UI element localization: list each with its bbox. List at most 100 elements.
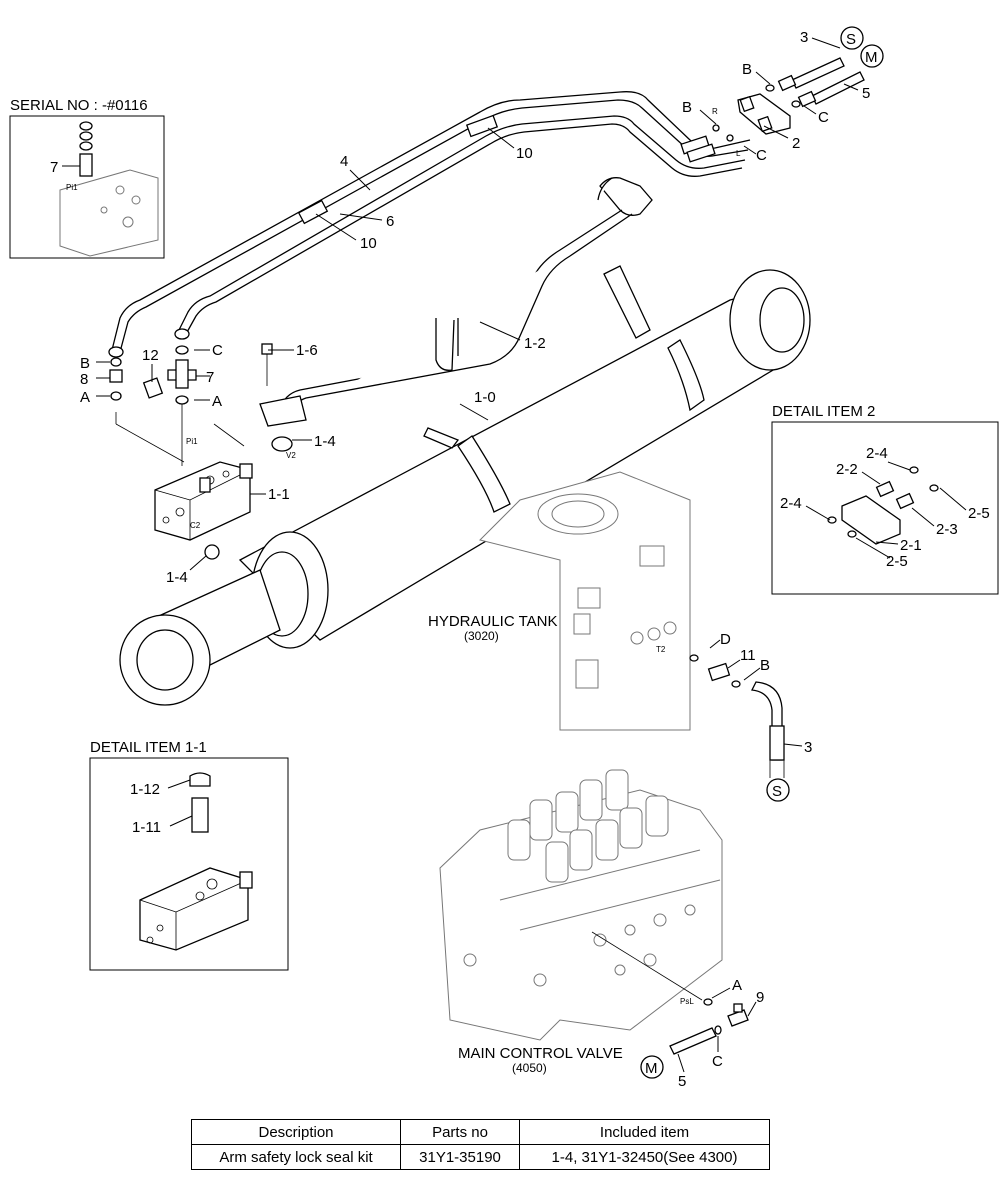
header-description: Description	[190, 1119, 402, 1145]
callout-3-top: 3	[800, 29, 808, 46]
tank-caption: HYDRAULIC TANK	[428, 613, 557, 630]
port-t2-label: T2	[656, 645, 666, 654]
callout-11: 11	[740, 647, 756, 664]
port-psl-label: PsL	[680, 997, 694, 1006]
callout-7: 7	[206, 369, 214, 386]
callout-2-4-top: 2-4	[866, 445, 888, 462]
connector-s-bottom	[766, 778, 790, 802]
callout-2-5-bottom: 2-5	[886, 553, 908, 570]
callout-leaders	[96, 37, 967, 1073]
callout-6: 6	[386, 213, 394, 230]
callout-4: 4	[340, 153, 348, 170]
tube-1-2-block	[259, 395, 307, 427]
header-included-item: Included item	[519, 1119, 770, 1145]
callout-1-2: 1-2	[524, 335, 546, 352]
detail-1-1-frame	[89, 757, 289, 971]
detail-2-frame	[771, 421, 999, 595]
callout-c-top: C	[818, 109, 829, 126]
callout-b-lower: B	[760, 657, 770, 674]
callout-c-lower: C	[712, 1053, 723, 1070]
callout-2-4-left: 2-4	[780, 495, 802, 512]
detail-2-title: DETAIL ITEM 2	[772, 403, 875, 420]
callout-serial-7: 7	[50, 159, 58, 176]
bracket-2-group: R L	[680, 57, 865, 163]
port-l-label: L	[736, 149, 741, 158]
callout-1-4-upper: 1-4	[314, 433, 336, 450]
callout-12: 12	[142, 347, 159, 364]
callout-2-5-right: 2-5	[968, 505, 990, 522]
safety-valve-1-1: C2 Pi1 V2	[109, 345, 296, 560]
mcv-fittings	[669, 998, 749, 1055]
connector-s-top	[840, 26, 864, 50]
callout-labels: 3 5 B B C 2 C 10 4 6 10 1-2 1-6 C 12 7 A…	[80, 29, 990, 1090]
callout-b-top: B	[742, 61, 752, 78]
serial-inset: SERIAL NO : -#0116 Pi1 7	[9, 97, 165, 259]
connector-m-top	[860, 44, 884, 68]
header-parts-no: Parts no	[400, 1119, 521, 1145]
cell-description: Arm safety lock seal kit	[190, 1144, 402, 1170]
detail-2-bracket	[841, 495, 901, 545]
callout-a-right: A	[212, 393, 222, 410]
serial-fitting-7	[79, 153, 93, 177]
detail-1-1-title: DETAIL ITEM 1-1	[90, 739, 207, 756]
connector-m-top-label: M	[865, 49, 878, 66]
callout-2-3: 2-3	[936, 521, 958, 538]
tank-ref: (3020)	[464, 629, 499, 643]
clamp-10-lower	[297, 199, 329, 225]
table-header-row: Description Parts no Included item	[190, 1119, 770, 1145]
callout-8: 8	[80, 371, 88, 388]
serial-inset-title: SERIAL NO : -#0116	[10, 97, 148, 114]
serial-valve-block	[59, 169, 159, 257]
tank-fittings	[689, 654, 785, 778]
table-row: Arm safety lock seal kit 31Y1-35190 1-4,…	[190, 1144, 770, 1170]
cell-included-item: 1-4, 31Y1-32450(See 4300)	[519, 1144, 770, 1170]
serial-port-label: Pi1	[66, 183, 78, 192]
callout-10-lower: 10	[360, 235, 377, 252]
connector-markers: S M S M	[640, 26, 884, 1079]
callout-1-1: 1-1	[268, 486, 290, 503]
detail-cap-1-12	[189, 772, 211, 787]
mcv-ref: (4050)	[512, 1061, 547, 1075]
detail-item-1-1: DETAIL ITEM 1-1	[89, 739, 289, 971]
callout-a-lower: A	[732, 977, 742, 994]
callout-9: 9	[756, 989, 764, 1006]
callout-d: D	[720, 631, 731, 648]
callout-b-mid: B	[682, 99, 692, 116]
detail-plug-1-11	[191, 797, 209, 833]
hydraulic-tank: T2 HYDRAULIC TANK (3020)	[428, 471, 691, 731]
callout-1-11: 1-11	[132, 819, 161, 836]
callout-1-0: 1-0	[474, 389, 496, 406]
callout-2-1: 2-1	[900, 537, 922, 554]
cylinder-1-0	[119, 265, 811, 706]
callout-c-left: C	[212, 342, 223, 359]
connector-m-bottom	[640, 1055, 664, 1079]
serial-inset-frame	[9, 115, 165, 259]
tube-1-2	[259, 177, 653, 427]
port-c2-label: C2	[190, 521, 201, 530]
callout-10-upper: 10	[516, 145, 533, 162]
port-pi1-label: Pi1	[186, 437, 198, 446]
callout-3-lower: 3	[804, 739, 812, 756]
port-r-label: R	[712, 107, 718, 116]
callout-b-left: B	[80, 355, 90, 372]
connector-s-top-label: S	[846, 31, 856, 48]
parts-table: Description Parts no Included item Arm s…	[190, 1119, 770, 1170]
main-control-valve: PsL MAIN CONTROL VALVE (4050)	[439, 769, 723, 1075]
callout-2: 2	[792, 135, 800, 152]
hose-5-lower	[669, 1027, 717, 1055]
cylinder-top-bracket	[603, 265, 651, 339]
callout-1-12: 1-12	[130, 781, 160, 798]
callout-c-mid: C	[756, 147, 767, 164]
detail-valve-block	[139, 867, 249, 951]
tube-assembly	[108, 91, 751, 358]
mcv-caption: MAIN CONTROL VALVE	[458, 1045, 623, 1062]
connector-s-bottom-label: S	[772, 783, 782, 800]
port-v2-label: V2	[286, 451, 296, 460]
connector-m-bottom-label: M	[645, 1060, 658, 1077]
callout-1-4-lower: 1-4	[166, 569, 188, 586]
detail-item-2: DETAIL ITEM 2	[771, 403, 999, 595]
clamp-10-upper	[465, 114, 499, 138]
callout-5-lower: 5	[678, 1073, 686, 1090]
callout-2-2: 2-2	[836, 461, 858, 478]
